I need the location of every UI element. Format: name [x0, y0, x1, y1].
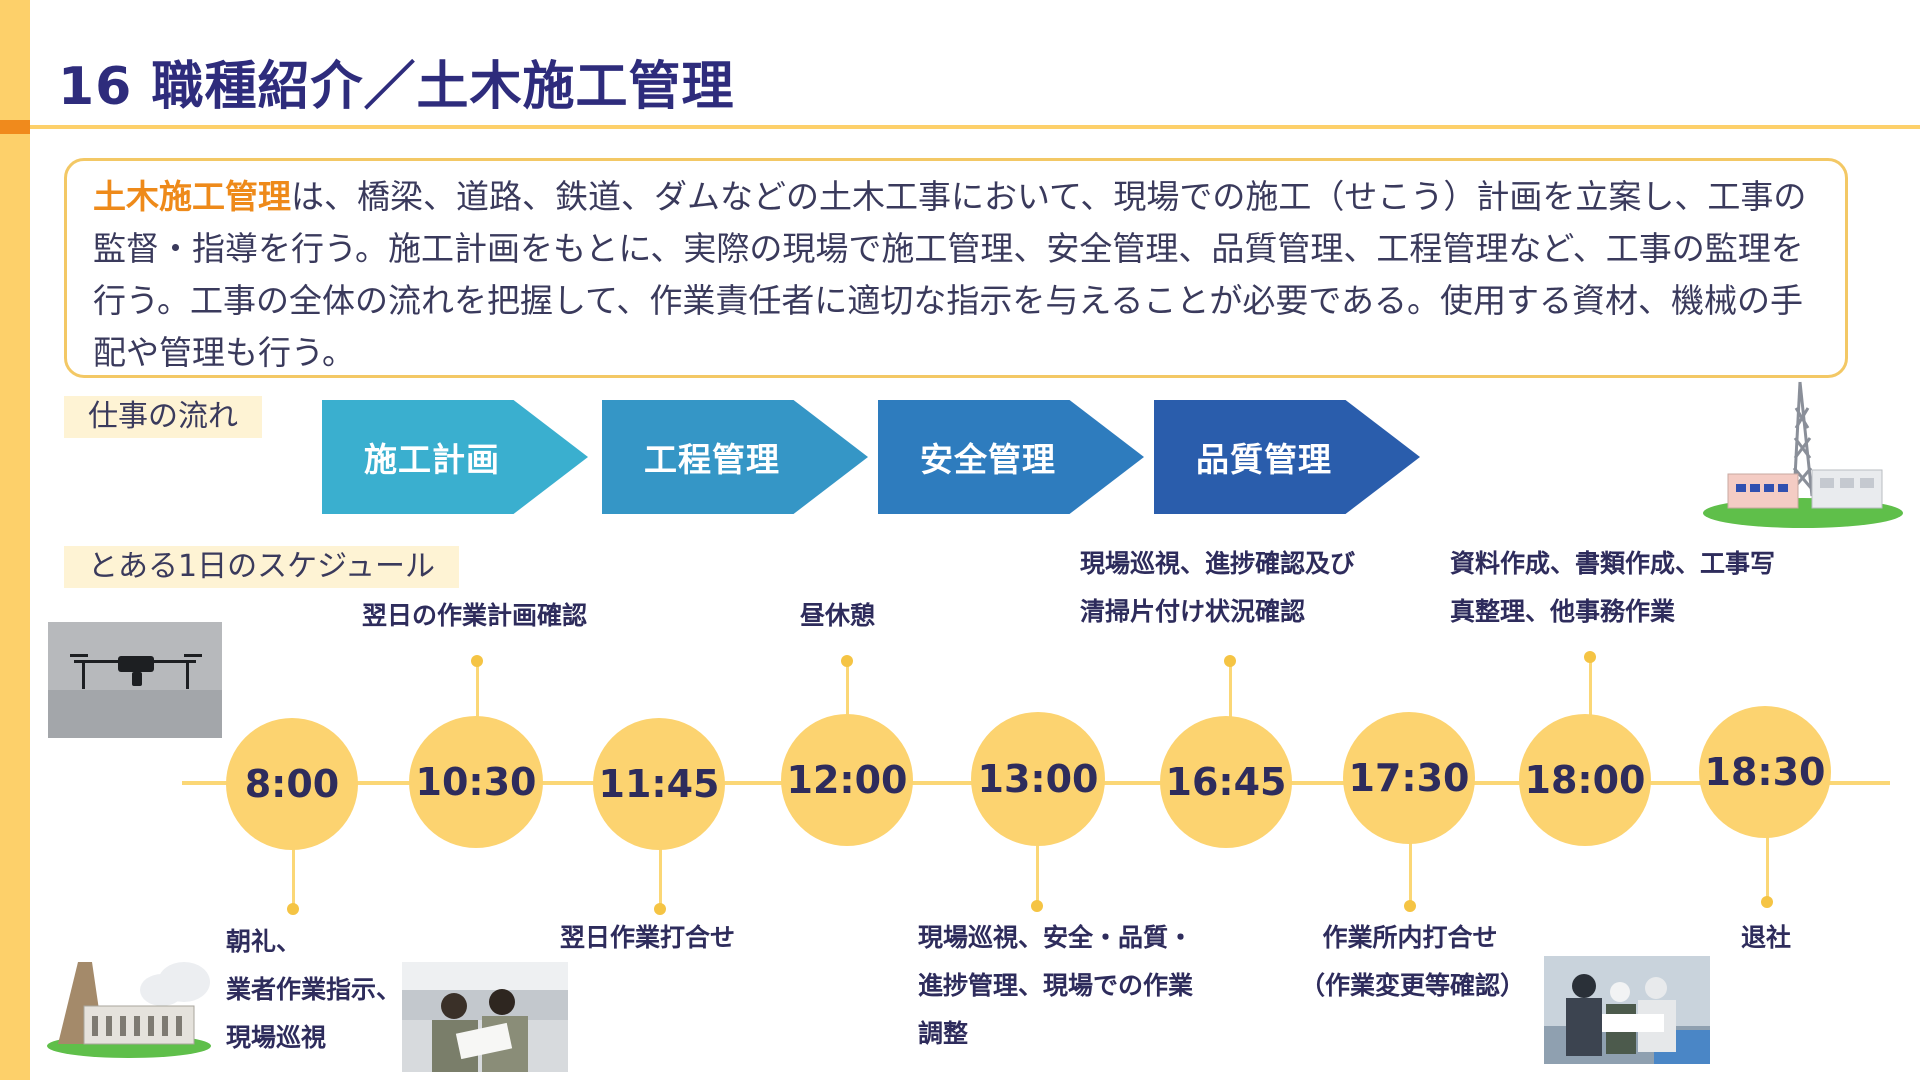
schedule-activity-1300: 現場巡視、安全・品質・ 進捗管理、現場での作業 調整: [918, 914, 1193, 1058]
time-label: 10:30: [415, 760, 537, 804]
description-highlight: 土木施工管理: [93, 177, 291, 216]
description-text: は、橋梁、道路、鉄道、ダムなどの土木工事において、現場での施工（せこう）計画を立…: [93, 177, 1807, 372]
activity-line: 昼休憩: [800, 601, 876, 630]
schedule-activity-1645: 現場巡視、進捗確認及び 清掃片付け状況確認: [1080, 540, 1355, 636]
timeline-dot: [1584, 651, 1596, 663]
activity-line: 清掃片付け状況確認: [1080, 597, 1306, 626]
time-circle: 11:45: [593, 718, 725, 850]
schedule-activity-1145: 翌日作業打合せ: [560, 914, 735, 962]
activity-line: 現場巡視: [226, 1023, 327, 1052]
time-label: 18:00: [1524, 758, 1646, 802]
timeline-connector: [292, 840, 295, 908]
plant-tower-illustration: [1703, 381, 1903, 528]
timeline-dot: [654, 903, 666, 915]
activity-line: 作業所内打合せ: [1322, 923, 1498, 952]
timeline-dot: [471, 655, 483, 667]
timeline-connector: [846, 660, 849, 720]
time-label: 16:45: [1165, 760, 1287, 804]
time-circle: 16:45: [1160, 716, 1292, 848]
flow-step-label: 工程管理: [644, 440, 780, 479]
construction-site-photo: [1544, 956, 1710, 1064]
left-orange-marker: [0, 120, 30, 134]
timeline-dot: [1031, 900, 1043, 912]
activity-line: 真整理、他事務作業: [1450, 597, 1676, 626]
time-label: 12:00: [786, 758, 908, 802]
activity-line: 退社: [1740, 923, 1791, 952]
time-label: 8:00: [244, 762, 340, 806]
timeline-dot: [841, 655, 853, 667]
schedule-activity-0800: 朝礼、 業者作業指示、 現場巡視: [226, 918, 401, 1062]
description-box: 土木施工管理は、橋梁、道路、鉄道、ダムなどの土木工事において、現場での施工（せこ…: [64, 158, 1848, 378]
time-label: 11:45: [598, 762, 720, 806]
activity-line: 進捗管理、現場での作業: [918, 971, 1194, 1000]
flow-step-label: 施工計画: [364, 440, 500, 479]
timeline-connector: [659, 845, 662, 908]
activity-line: 翌日の作業計画確認: [362, 601, 588, 630]
drone-photo: [48, 622, 222, 738]
timeline-dot: [287, 903, 299, 915]
time-circle: 13:00: [971, 712, 1105, 846]
flow-step-plan: 施工計画: [322, 400, 588, 514]
schedule-activity-1200: 昼休憩: [800, 592, 875, 640]
schedule-activity-1800: 資料作成、書類作成、工事写 真整理、他事務作業: [1450, 540, 1775, 636]
time-circle: 18:00: [1519, 714, 1651, 846]
dam-illustration: [47, 962, 211, 1058]
flow-step-label: 品質管理: [1196, 440, 1332, 479]
left-accent-bar: [0, 0, 30, 1080]
timeline-connector: [1589, 656, 1592, 718]
activity-line: 資料作成、書類作成、工事写: [1450, 549, 1776, 578]
time-label: 17:30: [1348, 756, 1470, 800]
timeline-connector: [1036, 835, 1039, 905]
time-label: 13:00: [977, 757, 1099, 801]
flow-step-schedule: 工程管理: [602, 400, 868, 514]
office-meeting-photo: [402, 962, 568, 1072]
schedule-activity-1730: 作業所内打合せ （作業変更等確認）: [1300, 914, 1526, 1010]
time-circle: 17:30: [1343, 712, 1475, 844]
activity-line: （作業変更等確認）: [1300, 971, 1526, 1000]
activity-line: 翌日作業打合せ: [560, 923, 736, 952]
timeline-connector: [1766, 836, 1769, 901]
activity-line: 現場巡視、安全・品質・: [918, 923, 1194, 952]
activity-line: 現場巡視、進捗確認及び: [1080, 549, 1356, 578]
time-circle: 10:30: [409, 716, 543, 848]
schedule-activity-1830: 退社: [1706, 914, 1826, 962]
activity-line: 朝礼、: [226, 927, 302, 956]
time-label: 18:30: [1704, 750, 1826, 794]
flow-step-label: 安全管理: [920, 440, 1056, 479]
flow-step-quality: 品質管理: [1154, 400, 1420, 514]
time-circle: 18:30: [1699, 706, 1831, 838]
title-underline: [30, 125, 1920, 129]
timeline-connector: [1229, 660, 1232, 718]
flow-step-safety: 安全管理: [878, 400, 1144, 514]
timeline-dot: [1404, 900, 1416, 912]
schedule-activity-1030: 翌日の作業計画確認: [362, 592, 587, 640]
workflow-label: 仕事の流れ: [64, 396, 262, 438]
timeline-dot: [1761, 896, 1773, 908]
activity-line: 調整: [918, 1019, 969, 1048]
timeline-connector: [476, 660, 479, 718]
timeline-connector: [1409, 838, 1412, 906]
page-title: 16 職種紹介／土木施工管理: [58, 57, 735, 117]
activity-line: 業者作業指示、: [226, 975, 402, 1004]
time-circle: 12:00: [781, 714, 913, 846]
schedule-label: とある1日のスケジュール: [64, 546, 459, 588]
time-circle: 8:00: [226, 718, 358, 850]
timeline-dot: [1224, 655, 1236, 667]
